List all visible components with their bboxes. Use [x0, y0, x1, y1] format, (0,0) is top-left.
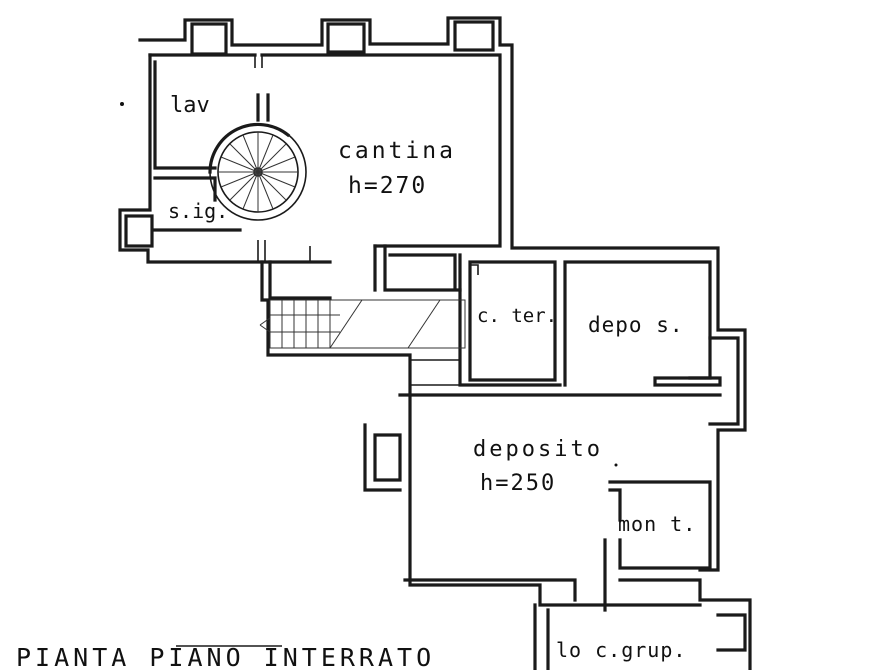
room-label-deposito: deposito: [473, 437, 603, 462]
room-height-deposito: h=250: [480, 471, 556, 496]
dot-mark: [614, 463, 618, 467]
spiral-staircase: [208, 122, 307, 221]
deposito-walls: [363, 393, 752, 670]
room-label-depos: depo s.: [588, 313, 684, 337]
cantina-walls: [118, 16, 747, 572]
room-height-cantina: h=270: [348, 173, 427, 199]
plan-title: PIANTA PIANO INTERRATO: [16, 643, 435, 670]
room-label-cter: c. ter.: [477, 305, 557, 327]
room-label-locgrup: lo c.grup.: [556, 638, 686, 662]
room-label-cantina: cantina: [338, 138, 456, 164]
room-label-mont: mon t.: [618, 512, 696, 536]
room-label-lav: lav: [170, 93, 210, 118]
room-label-sig: s.ig.: [168, 199, 228, 223]
middle-walls: [259, 244, 740, 607]
dot-mark: [120, 102, 124, 106]
